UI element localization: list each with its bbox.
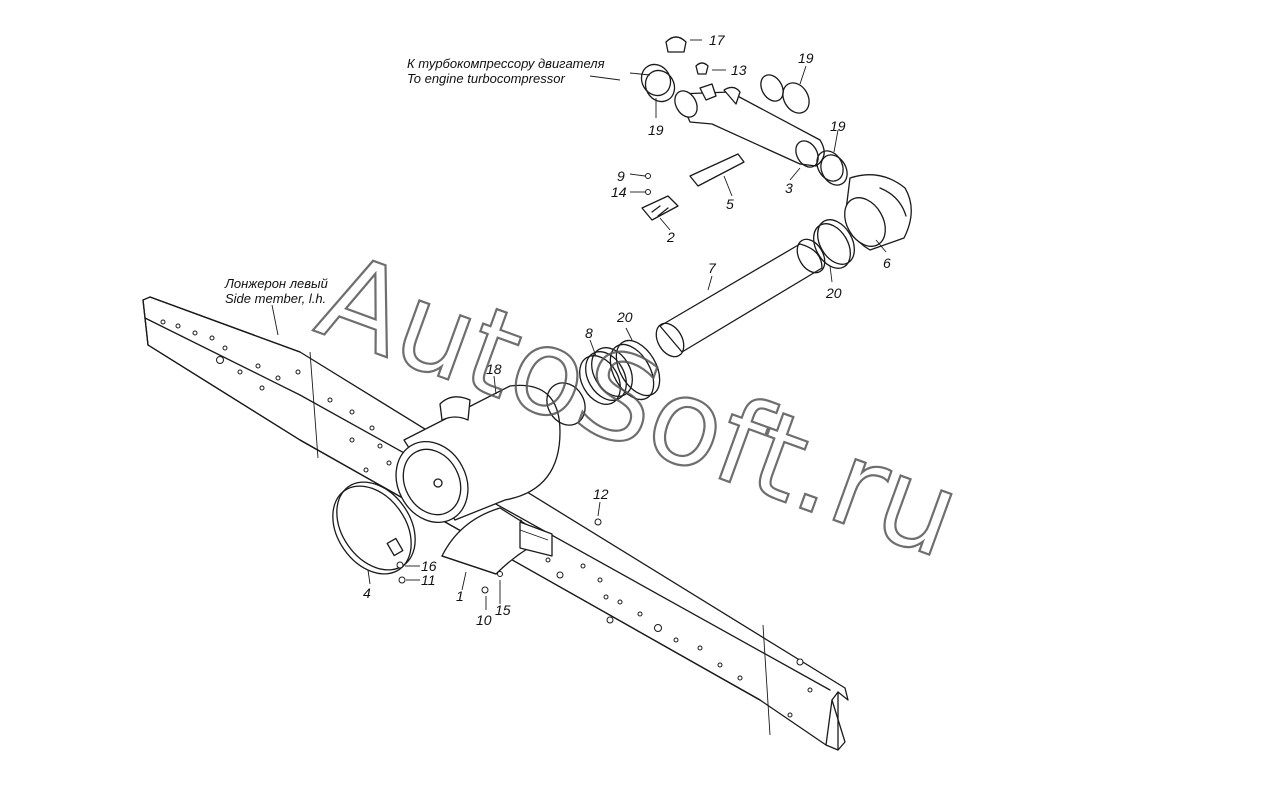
part-label-17: 17 (709, 32, 726, 48)
intake-hose-and-clamps (546, 339, 661, 426)
captions: К турбокомпрессору двигателя To engine t… (224, 56, 605, 306)
part-label-3: 3 (785, 180, 793, 196)
cradle-bracket (441, 507, 553, 575)
part-label-19-left: 19 (648, 122, 664, 138)
part-label-15: 15 (495, 602, 511, 618)
part-label-5: 5 (726, 196, 734, 212)
part-label-16: 16 (421, 558, 437, 574)
part-label-20-right: 20 (825, 285, 842, 301)
part-label-19-right: 19 (830, 118, 846, 134)
caption-turbo-en: To engine turbocompressor (407, 71, 565, 86)
leader-lines (271, 39, 887, 610)
caption-turbo-ru: К турбокомпрессору двигателя (407, 56, 605, 71)
part-label-13: 13 (731, 62, 747, 78)
small-fittings (396, 153, 745, 594)
part-label-8: 8 (585, 325, 593, 341)
part-label-1: 1 (456, 588, 464, 604)
part-labels: 17 13 19 19 19 9 14 3 5 2 6 7 20 20 8 18… (363, 32, 891, 628)
clamp-band (332, 481, 416, 575)
part-label-20-left: 20 (616, 309, 633, 325)
watermark-text: AutoSoft.ru (302, 227, 977, 585)
caption-member-en: Side member, l.h. (225, 291, 326, 306)
elbow-and-clamp (813, 174, 912, 269)
part-label-7: 7 (708, 260, 717, 276)
part-label-9: 9 (617, 168, 625, 184)
part-label-12: 12 (593, 486, 609, 502)
part-label-19-top: 19 (798, 50, 814, 66)
part-label-2: 2 (666, 229, 675, 245)
part-label-10: 10 (476, 612, 492, 628)
part-label-18: 18 (486, 361, 502, 377)
part-label-4: 4 (363, 585, 371, 601)
intake-pipe (655, 238, 826, 358)
caption-member-ru: Лонжерон левый (224, 276, 328, 291)
part-label-11: 11 (421, 572, 436, 588)
part-label-6: 6 (883, 255, 891, 271)
air-cleaner-body (395, 384, 561, 524)
part-label-14: 14 (611, 184, 627, 200)
upper-pipe-assembly (640, 36, 848, 186)
